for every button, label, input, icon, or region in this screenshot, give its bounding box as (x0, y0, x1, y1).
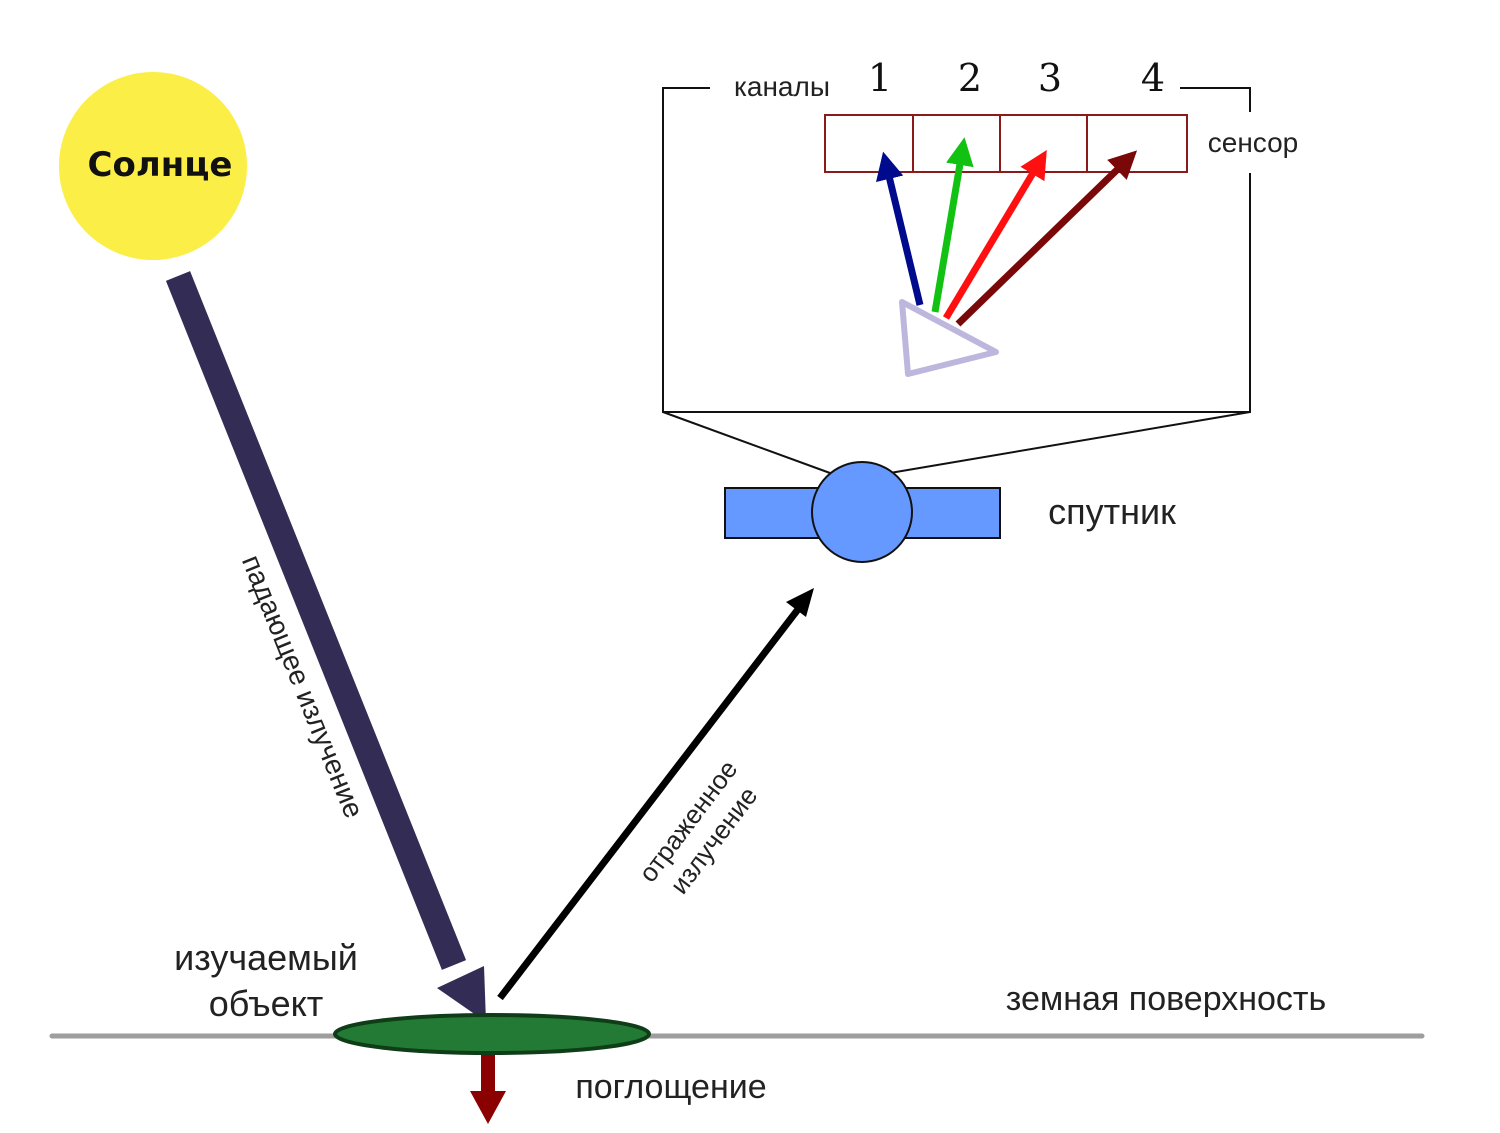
channel-number-4: 4 (1141, 56, 1165, 100)
zoom-line-left (662, 411, 831, 474)
sun-label: Солнце (88, 145, 233, 185)
channel-1-arrow (876, 151, 924, 306)
sensor-cell-4 (1086, 114, 1188, 173)
sensor-array (824, 114, 1188, 173)
absorption-arrow (470, 1048, 506, 1124)
reflected-radiation-label: отраженное излучение (633, 754, 764, 899)
reflected-radiation-arrow (497, 588, 814, 1001)
channel-4-arrow (955, 150, 1138, 327)
incident-radiation-arrow (165, 271, 486, 1022)
channel-3-arrow (942, 149, 1047, 320)
sensor-label: сенсор (1208, 127, 1299, 158)
channel-2-arrow (931, 137, 974, 313)
satellite (724, 461, 1001, 563)
absorption-label: поглощение (575, 1068, 766, 1106)
channel-number-3: 3 (1038, 56, 1062, 100)
sensor-callout-frame (662, 87, 1251, 413)
satellite-body (811, 461, 913, 563)
satellite-label: спутник (1048, 491, 1176, 532)
earth-surface-label: земная поверхность (1006, 980, 1326, 1018)
sensor-cell-1 (824, 114, 914, 173)
studied-object-label-line1: изучаемый (174, 937, 358, 978)
sun (59, 72, 247, 260)
channels-label: каналы (734, 71, 830, 102)
sensor-cell-2 (912, 114, 1001, 173)
studied-object (333, 1013, 651, 1055)
prism (899, 299, 999, 377)
sensor-cell-3 (999, 114, 1088, 173)
studied-object-label-line2: объект (209, 983, 324, 1024)
channel-number-2: 2 (958, 56, 982, 100)
channel-number-1: 1 (868, 56, 892, 100)
zoom-line-right (889, 411, 1251, 474)
